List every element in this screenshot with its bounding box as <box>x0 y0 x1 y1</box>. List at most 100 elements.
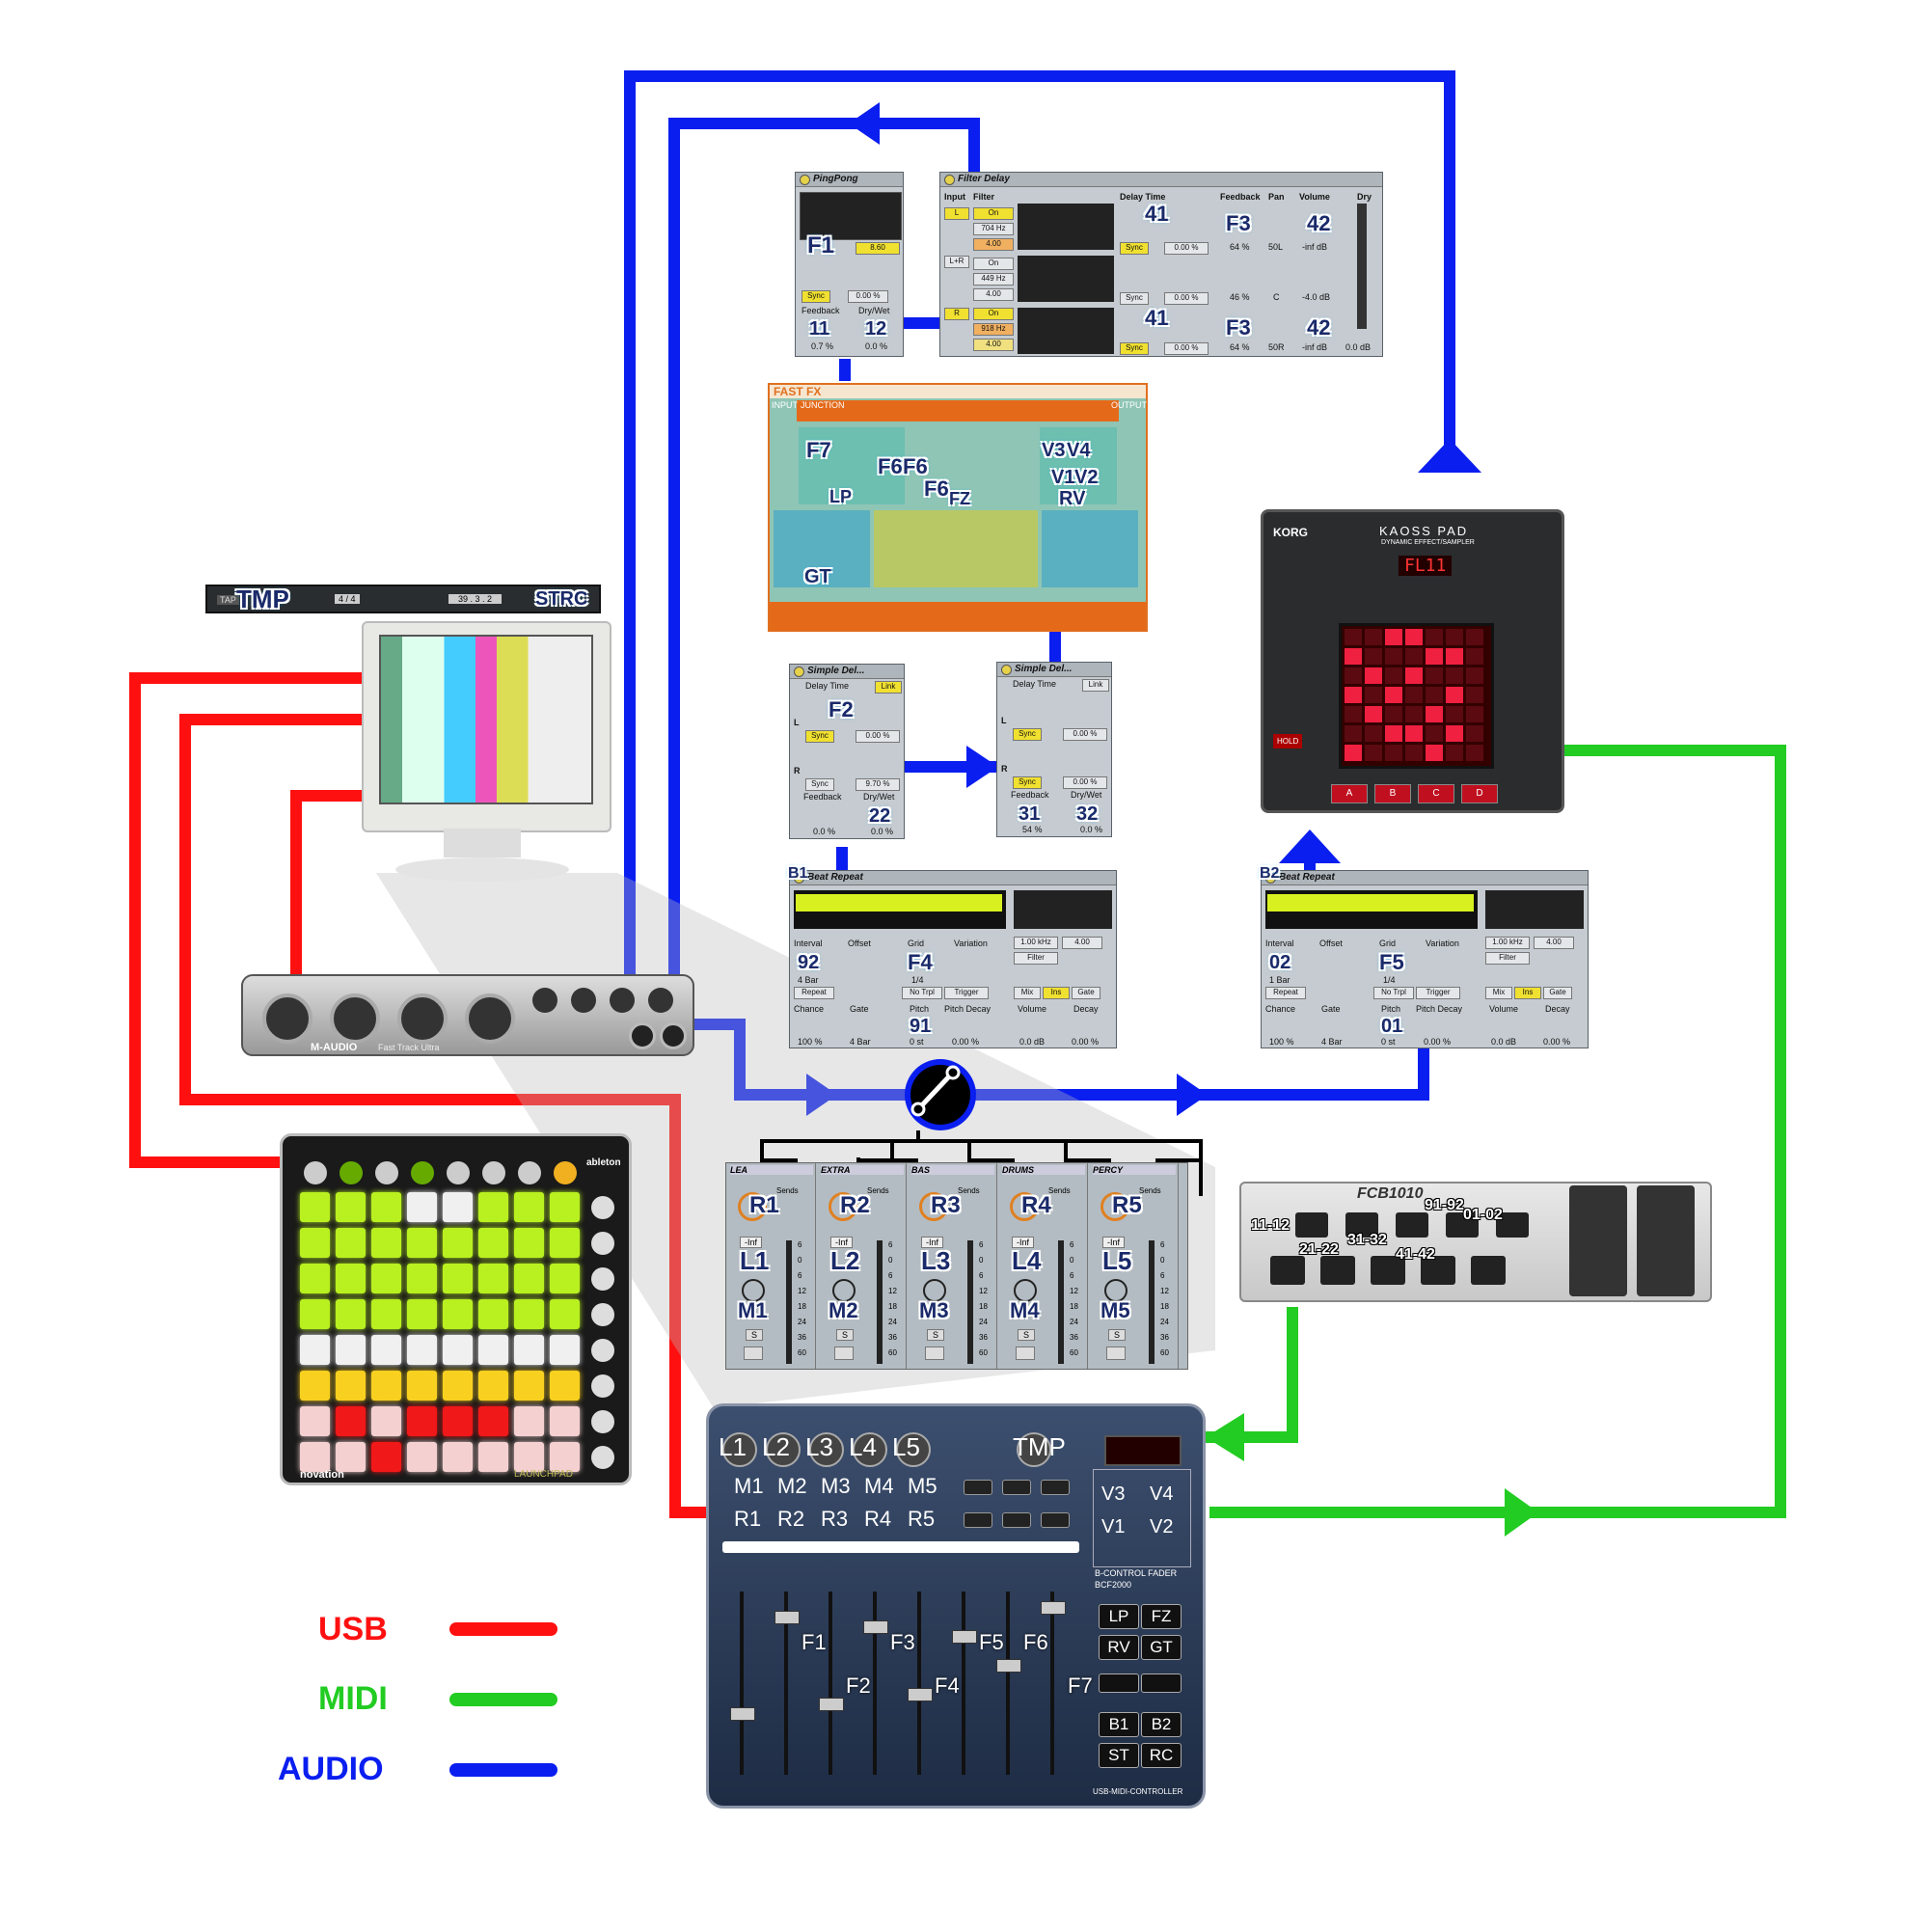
launchpad-pad[interactable] <box>300 1192 330 1222</box>
bcf-function-button[interactable]: RV <box>1099 1635 1139 1660</box>
send-knob[interactable] <box>829 1192 857 1221</box>
launchpad-pad[interactable] <box>336 1442 366 1472</box>
br2-ins[interactable]: Ins <box>1514 987 1541 999</box>
fd-q-2[interactable]: 4.00 <box>973 288 1014 301</box>
launchpad-pad[interactable] <box>407 1264 437 1293</box>
volume-readout[interactable]: -Inf <box>921 1237 944 1248</box>
solo-button[interactable]: S <box>1018 1329 1036 1341</box>
bcf-function-button[interactable]: GT <box>1141 1635 1182 1660</box>
send-knob[interactable] <box>1010 1192 1039 1221</box>
fcb-footswitch[interactable] <box>1295 1212 1328 1238</box>
song-position[interactable]: 39 . 3 . 2 <box>448 594 503 604</box>
launchpad-pad[interactable] <box>371 1406 401 1436</box>
launchpad-pad[interactable] <box>336 1406 366 1436</box>
volume-readout[interactable]: -Inf <box>1102 1237 1126 1248</box>
launchpad-pad[interactable] <box>514 1371 544 1401</box>
bcf-fader-knob[interactable] <box>952 1630 977 1644</box>
launchpad-pad[interactable] <box>371 1371 401 1401</box>
pan-knob[interactable] <box>1104 1279 1128 1302</box>
bcf-fader-knob[interactable] <box>1041 1601 1066 1615</box>
fd-sync-2[interactable]: Sync <box>1120 292 1149 305</box>
sd2-pct-1[interactable]: 0.00 % <box>1063 728 1107 741</box>
launchpad-pad[interactable] <box>514 1264 544 1293</box>
launchpad-scene-button[interactable] <box>591 1374 614 1398</box>
solo-button[interactable]: S <box>746 1329 764 1341</box>
launchpad-pad[interactable] <box>514 1335 544 1365</box>
fd-pct-1[interactable]: 0.00 % <box>1164 242 1209 255</box>
launchpad-pad[interactable] <box>550 1406 580 1436</box>
pan-knob[interactable] <box>1014 1279 1037 1302</box>
launchpad-pad[interactable] <box>443 1335 473 1365</box>
arm-button[interactable] <box>1106 1347 1126 1360</box>
bcf-button[interactable] <box>964 1512 992 1528</box>
bcf-button[interactable] <box>1002 1512 1031 1528</box>
launchpad-pad[interactable] <box>478 1335 508 1365</box>
gain-knob[interactable] <box>610 988 635 1013</box>
br2-res[interactable]: 4.00 <box>1534 937 1574 949</box>
launchpad-top-button[interactable] <box>304 1161 327 1184</box>
fcb-footswitch[interactable] <box>1421 1256 1455 1285</box>
launchpad-top-button[interactable] <box>554 1161 577 1184</box>
launchpad-pad[interactable] <box>443 1299 473 1329</box>
sd2-sync-1[interactable]: Sync <box>1013 728 1042 741</box>
bcf-preset-button[interactable] <box>1099 1673 1139 1693</box>
xlr-input-2[interactable] <box>330 993 380 1044</box>
fd-on-1[interactable]: On <box>973 207 1014 220</box>
sd1-sync-2[interactable]: Sync <box>805 778 834 791</box>
bcf-button[interactable] <box>1002 1480 1031 1495</box>
launchpad-pad[interactable] <box>550 1264 580 1293</box>
launchpad-pad[interactable] <box>407 1406 437 1436</box>
bcf-button[interactable] <box>1041 1480 1070 1495</box>
bcf-fader-knob[interactable] <box>774 1611 800 1624</box>
bcf-encoder[interactable] <box>853 1432 887 1467</box>
launchpad-pad[interactable] <box>443 1406 473 1436</box>
launchpad-pad[interactable] <box>443 1442 473 1472</box>
launchpad-top-button[interactable] <box>375 1161 398 1184</box>
arm-button[interactable] <box>834 1347 854 1360</box>
bcf-encoder[interactable] <box>809 1432 844 1467</box>
fd-sync-3[interactable]: Sync <box>1120 342 1149 355</box>
fd-on-2[interactable]: On <box>973 258 1014 270</box>
pingpong-pct[interactable]: 0.00 % <box>848 290 888 303</box>
kaoss-bank-button[interactable]: A <box>1331 784 1368 803</box>
launchpad-scene-button[interactable] <box>591 1196 614 1219</box>
sd1-sync-1[interactable]: Sync <box>805 730 834 743</box>
launchpad-pad[interactable] <box>550 1228 580 1258</box>
launchpad-pad[interactable] <box>336 1264 366 1293</box>
time-signature[interactable]: 4 / 4 <box>335 594 360 604</box>
sd2-pct-2[interactable]: 0.00 % <box>1063 776 1107 789</box>
fd-input-lr[interactable]: L+R <box>944 256 969 268</box>
pingpong-freq[interactable]: 8.60 <box>856 242 900 255</box>
br2-filter[interactable]: Filter <box>1485 952 1530 965</box>
launchpad-pad[interactable] <box>300 1335 330 1365</box>
bcf-preset-button[interactable] <box>1141 1673 1182 1693</box>
launchpad-pad[interactable] <box>478 1264 508 1293</box>
launchpad-pad[interactable] <box>407 1299 437 1329</box>
xlr-input-1[interactable] <box>262 993 312 1044</box>
br1-ins[interactable]: Ins <box>1043 987 1070 999</box>
expression-pedal-a[interactable] <box>1569 1185 1627 1296</box>
fcb-footswitch[interactable] <box>1396 1212 1428 1238</box>
launchpad-pad[interactable] <box>478 1406 508 1436</box>
bcf-fader-knob[interactable] <box>863 1620 888 1634</box>
arm-button[interactable] <box>744 1347 763 1360</box>
fd-freq-1[interactable]: 704 Hz <box>973 223 1014 235</box>
launchpad-pad[interactable] <box>407 1228 437 1258</box>
bcf-function-button[interactable]: LP <box>1099 1604 1139 1629</box>
fd-freq-3[interactable]: 918 Hz <box>973 323 1014 336</box>
launchpad-pad[interactable] <box>371 1335 401 1365</box>
launchpad-pad[interactable] <box>407 1371 437 1401</box>
gain-knob[interactable] <box>571 988 596 1013</box>
launchpad-pad[interactable] <box>407 1192 437 1222</box>
bcf-fader-knob[interactable] <box>730 1707 755 1721</box>
launchpad-pad[interactable] <box>300 1442 330 1472</box>
launchpad-pad[interactable] <box>550 1335 580 1365</box>
fcb-footswitch[interactable] <box>1446 1212 1479 1238</box>
bcf-function-button[interactable]: B2 <box>1141 1712 1182 1737</box>
xlr-input-4[interactable] <box>465 993 515 1044</box>
bcf-encoder[interactable] <box>766 1432 801 1467</box>
launchpad-scene-button[interactable] <box>591 1339 614 1362</box>
br1-filter[interactable]: Filter <box>1014 952 1058 965</box>
fd-on-3[interactable]: On <box>973 308 1014 320</box>
launchpad-top-button[interactable] <box>447 1161 470 1184</box>
